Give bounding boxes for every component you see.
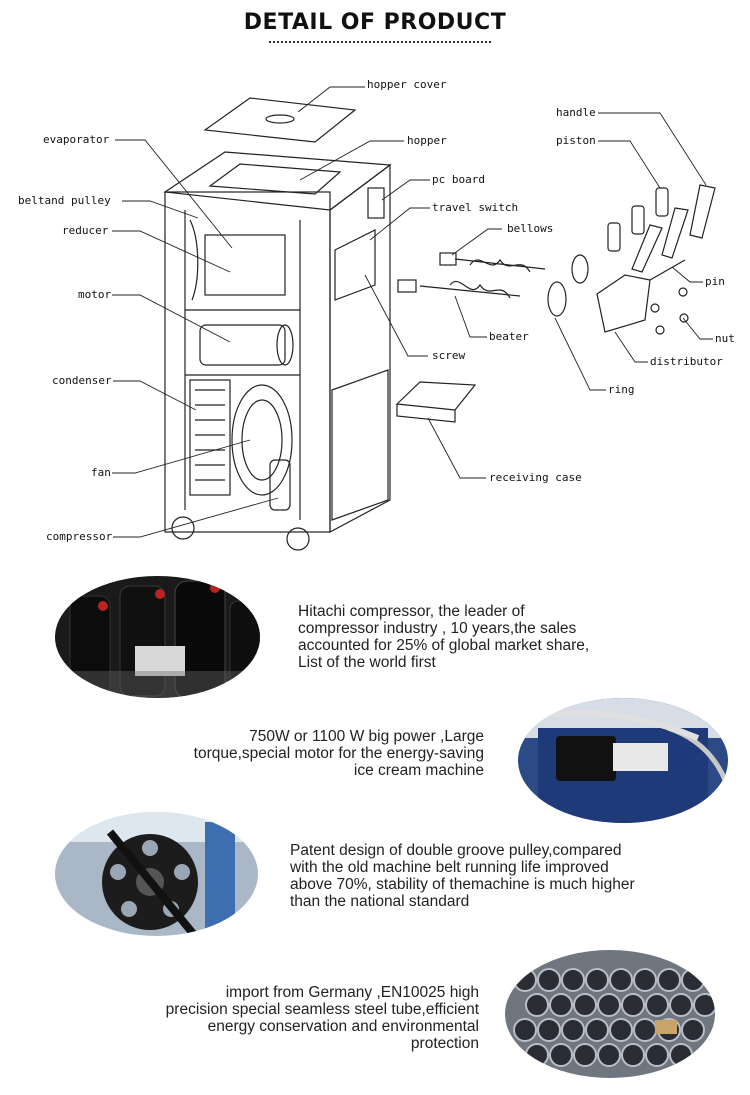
exploded-diagram: hopper cover evaporator hopper pc board … <box>18 78 735 551</box>
distributor-part <box>596 274 651 333</box>
label-handle: handle <box>556 106 596 119</box>
motor-photo <box>518 698 728 823</box>
label-distributor: distributor <box>650 355 723 368</box>
label-ring: ring <box>608 383 635 396</box>
label-reducer: reducer <box>62 224 109 237</box>
label-beltand-pulley: beltand pulley <box>18 194 111 207</box>
label-receiving-case: receiving case <box>489 471 582 484</box>
label-nut: nut <box>715 332 735 345</box>
label-motor: motor <box>78 288 111 301</box>
label-condenser: condenser <box>52 374 112 387</box>
label-pin: pin <box>705 275 725 288</box>
feature-motor-text: 750W or 1100 W big power ,Large torque,s… <box>193 728 484 779</box>
label-bellows: bellows <box>507 222 553 235</box>
page-title: DETAIL OF PRODUCT <box>243 10 507 35</box>
feature-compressor-text: Hitachi compressor, the leader of compre… <box>298 603 590 671</box>
label-hopper-cover: hopper cover <box>367 78 447 91</box>
hopper-cover-part <box>203 97 357 143</box>
label-piston: piston <box>556 134 596 147</box>
label-pc-board: pc board <box>432 173 485 186</box>
label-evaporator: evaporator <box>43 133 110 146</box>
label-travel-switch: travel switch <box>432 201 518 214</box>
feature-pulley-text: Patent design of double groove pulley,co… <box>290 842 635 910</box>
compressor-photo <box>55 576 260 698</box>
title-underline <box>269 41 491 43</box>
label-screw: screw <box>432 349 465 362</box>
steel-tube-photo <box>505 950 715 1078</box>
label-compressor: compressor <box>46 530 113 543</box>
label-hopper: hopper <box>407 134 447 147</box>
machine-body <box>163 151 392 211</box>
feature-steel-tube-text: import from Germany ,EN10025 high precis… <box>165 984 479 1052</box>
label-beater: beater <box>489 330 529 343</box>
receiving-case-part <box>395 381 477 411</box>
label-fan: fan <box>91 466 111 479</box>
pulley-photo <box>55 812 258 936</box>
